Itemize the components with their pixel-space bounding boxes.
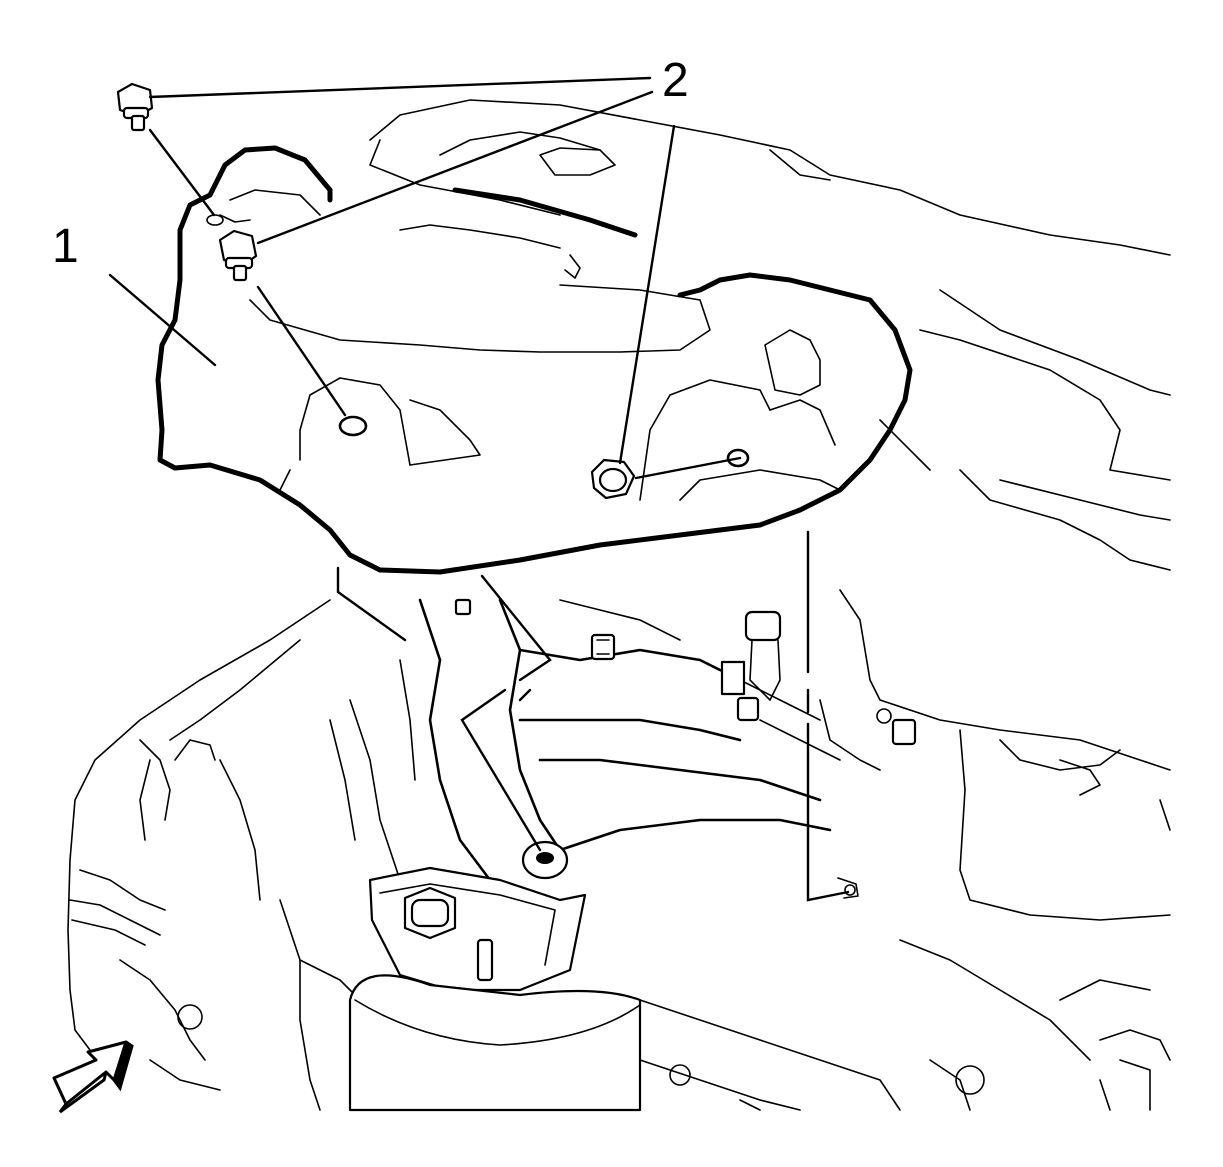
view-direction-arrow-icon <box>52 1040 134 1114</box>
callout-2: 2 <box>148 54 689 465</box>
heat-shield-lower-boss <box>521 840 569 880</box>
svg-text:1: 1 <box>52 220 79 273</box>
heat-shield-bolt-hole <box>206 214 224 226</box>
heat-shield-bolt-hole <box>338 415 368 437</box>
manifold-stud <box>720 610 782 701</box>
heat-shield-rear-boss <box>837 877 859 899</box>
flange-stud <box>476 938 494 982</box>
flange-bolt <box>403 886 457 940</box>
heat-shield-bolt-hole <box>726 448 750 468</box>
manifold-nut <box>590 633 616 661</box>
exhaust-manifold <box>329 598 917 902</box>
callout-1: 1 <box>52 220 217 367</box>
bolt-center-lines <box>148 128 850 902</box>
heat-shield-bolt-middle-left <box>218 229 258 282</box>
manifold-nut <box>736 696 760 722</box>
svg-text:2: 2 <box>662 54 689 107</box>
manifold-nut <box>454 598 472 616</box>
exhaust-flange <box>348 866 642 1112</box>
engine-block-background <box>67 99 1171 1111</box>
manifold-nut <box>891 718 917 746</box>
exhaust-manifold-heat-shield <box>155 145 913 575</box>
heat-shield-bolt-right <box>590 458 636 500</box>
heat-shield-bolt-upper-left <box>116 82 154 132</box>
